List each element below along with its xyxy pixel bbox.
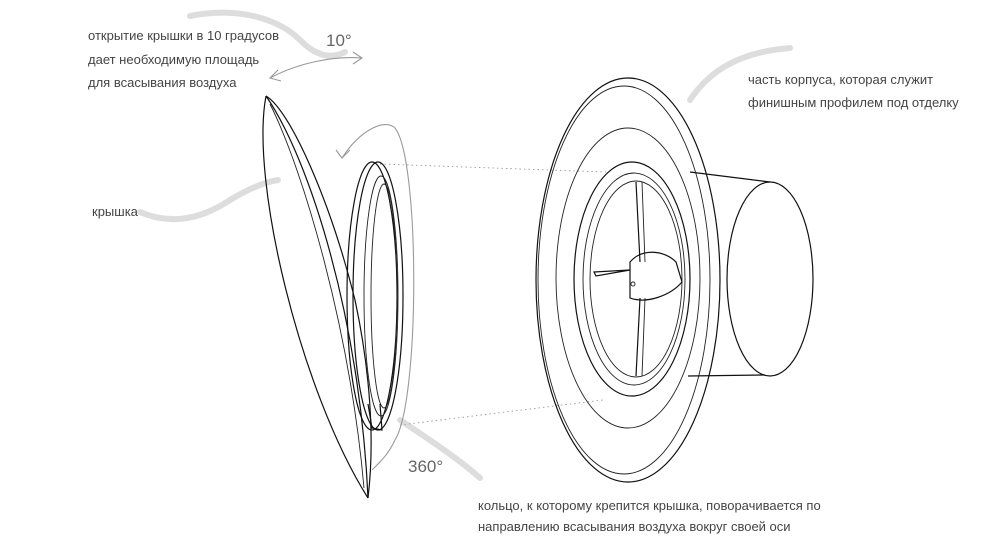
lid-front-face — [265, 95, 369, 499]
ring-annotation-line-1: кольцо, к которому крепится крышка, пово… — [478, 498, 821, 513]
rotation-angle-label: 360° — [408, 457, 443, 476]
leader-stroke-housing — [687, 45, 793, 103]
ring-annotation-line-2: направлению всасывания воздуха вокруг св… — [478, 519, 791, 534]
lid-outer-edge — [262, 95, 369, 499]
ring-hinge — [367, 403, 383, 431]
housing-pipe-end — [726, 181, 814, 377]
housing-bore-outer — [573, 161, 691, 397]
housing-vane-top-b — [641, 181, 646, 263]
ring-annotation: кольцо, к которому крепится крышка, пово… — [478, 498, 824, 534]
projection-line-bottom — [399, 399, 604, 426]
ring-inner-lip — [370, 183, 398, 409]
tilt-arrowhead-left — [268, 69, 282, 82]
rotation-indicator: 360° — [335, 123, 443, 476]
housing-vane-top — [635, 181, 641, 263]
rotation-arrowhead — [335, 149, 351, 159]
rotation-arc — [341, 123, 415, 471]
housing-hub-screw — [630, 281, 636, 287]
leader-stroke-lid — [137, 177, 281, 223]
housing-hub — [629, 251, 683, 301]
lid-rim — [269, 103, 365, 489]
housing-pipe-bottom — [687, 374, 766, 377]
housing-vane-bottom-b — [641, 297, 646, 377]
housing-pipe-top — [689, 171, 771, 183]
tilt-annotation-line-2: дает необходимую площадь — [88, 52, 259, 67]
housing-flange-outer — [535, 77, 721, 483]
housing-flange-inner — [555, 127, 701, 429]
leader-strokes — [137, 9, 793, 481]
tilt-arrowhead-right — [352, 51, 363, 65]
housing-vane-left — [593, 269, 631, 277]
housing-annotation-line-1: часть корпуса, которая служит — [748, 72, 933, 87]
leader-stroke-tilt — [187, 9, 348, 59]
tilt-annotation-line-1: открытие крышки в 10 градусов — [88, 28, 279, 43]
housing-bore-ring — [589, 180, 683, 378]
tilt-annotation-line-3: для всасывания воздуха — [88, 75, 237, 90]
lid-drawing — [262, 95, 372, 499]
projection-line-top — [379, 163, 607, 173]
tilt-arc — [269, 57, 363, 79]
ring-drawing — [346, 161, 404, 431]
housing-annotation-line-2: финишным профилем под отделку — [748, 95, 959, 110]
housing-flange-edge — [537, 85, 711, 475]
ring-outer-front — [352, 161, 404, 431]
lid-back-edge — [265, 95, 372, 499]
housing-bore-inner — [582, 172, 686, 386]
lid-label: крышка — [92, 204, 139, 219]
housing-drawing — [535, 77, 814, 483]
tilt-angle-label: 10° — [326, 31, 352, 50]
tilt-annotation: открытие крышки в 10 градусов дает необх… — [88, 28, 283, 90]
tilt-indicator: 10° — [268, 31, 363, 82]
housing-annotation: часть корпуса, которая служит финишным п… — [748, 72, 959, 110]
leader-stroke-ring — [397, 417, 483, 481]
housing-vane-bottom — [635, 297, 641, 377]
